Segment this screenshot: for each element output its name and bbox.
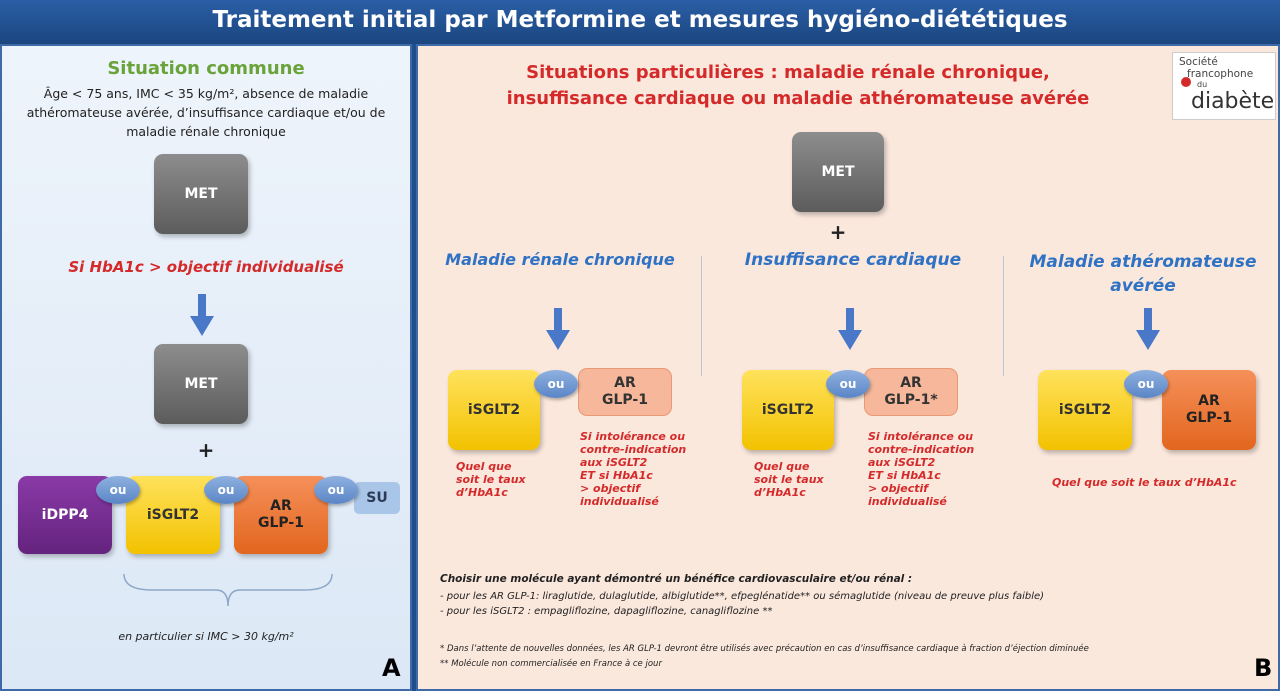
ou-connector: ou	[1124, 370, 1168, 398]
panel-a-description: Âge < 75 ans, IMC < 35 kg/m², absence de…	[26, 86, 386, 139]
col-atheroma-ar-glp1: AR GLP-1	[1162, 370, 1256, 450]
column-divider	[701, 256, 702, 376]
panel-b-heading-line1: Situations particulières : maladie rénal…	[526, 62, 1050, 83]
col-renal-ar-glp1-label: AR GLP-1	[602, 375, 648, 408]
panel-b-letter: B	[1254, 654, 1273, 682]
panel-a-letter: A	[382, 654, 401, 682]
page-title: Traitement initial par Metformine et mes…	[0, 0, 1280, 44]
panel-b-heading-line2: insuffisance cardiaque ou maladie athéro…	[506, 88, 1090, 109]
plus-sign: +	[829, 220, 847, 244]
col-atheroma-note: Quel que soit le taux d’HbA1c	[1052, 476, 1237, 489]
column-divider	[1003, 256, 1004, 376]
logo-line4: diabète	[1191, 89, 1275, 114]
logo-line3: du	[1197, 80, 1208, 89]
guidance-sglt2: - pour les iSGLT2 : empagliflozine, dapa…	[440, 606, 773, 617]
col-heart-isglt2: iSGLT2	[742, 370, 834, 450]
col-heart-note-right: Si intolérance ou contre-indication aux …	[868, 430, 975, 508]
footnote-not-marketed: ** Molécule non commercialisée en France…	[440, 659, 662, 669]
col-renal-title: Maladie rénale chronique	[445, 250, 675, 269]
down-arrow-icon	[1136, 308, 1160, 350]
col-renal-isglt2: iSGLT2	[448, 370, 540, 450]
panel-particular-situations: Situations particulières : maladie rénal…	[416, 44, 1280, 691]
panel-a-heading: Situation commune	[107, 58, 305, 79]
logo-dot-icon	[1181, 77, 1191, 87]
col-atheroma-title: Maladie athéromateuse avérée	[1029, 252, 1257, 296]
ou-connector: ou	[826, 370, 870, 398]
footnote-heart-failure: * Dans l’attente de nouvelles données, l…	[440, 644, 1089, 654]
met-box-mid: MET	[154, 344, 248, 424]
brace-icon	[123, 573, 333, 607]
plus-sign: +	[197, 438, 215, 462]
ou-connector: ou	[534, 370, 578, 398]
bmi-note: en particulier si IMC > 30 kg/m²	[118, 630, 294, 643]
sfd-logo: Société francophone du diabète	[1172, 52, 1276, 120]
guidance-title: Choisir une molécule ayant démontré un b…	[440, 573, 913, 585]
met-box-top: MET	[154, 154, 248, 234]
col-heart-ar-glp1: AR GLP-1*	[864, 368, 958, 416]
ar-glp1-box: AR GLP-1	[234, 476, 328, 554]
met-box: MET	[792, 132, 884, 212]
ou-connector: ou	[314, 476, 358, 504]
col-heart-title: Insuffisance cardiaque	[744, 250, 962, 270]
panel-common-situation: Situation commune Âge < 75 ans, IMC < 35…	[0, 44, 412, 691]
su-box: SU	[354, 482, 400, 514]
guidance-glp1: - pour les AR GLP-1: liraglutide, dulagl…	[440, 591, 1045, 602]
col-atheroma-ar-glp1-label: AR GLP-1	[1186, 393, 1232, 426]
col-heart-note-left: Quel que soit le taux d’HbA1c	[754, 460, 824, 499]
down-arrow-icon	[838, 308, 862, 350]
col-atheroma-isglt2: iSGLT2	[1038, 370, 1132, 450]
ar-glp1-label: AR GLP-1	[258, 498, 304, 531]
hba1c-condition: Si HbA1c > objectif individualisé	[68, 258, 344, 276]
ou-connector: ou	[96, 476, 140, 504]
ou-connector: ou	[204, 476, 248, 504]
col-renal-ar-glp1: AR GLP-1	[578, 368, 672, 416]
logo-line2: francophone	[1187, 68, 1254, 80]
down-arrow-icon	[546, 308, 570, 350]
col-renal-note-right: Si intolérance ou contre-indication aux …	[580, 430, 687, 508]
logo-line1: Société	[1179, 56, 1218, 68]
col-renal-note-left: Quel que soit le taux d’HbA1c	[456, 460, 526, 499]
col-heart-ar-glp1-label: AR GLP-1*	[884, 375, 938, 408]
down-arrow-icon	[190, 294, 214, 336]
